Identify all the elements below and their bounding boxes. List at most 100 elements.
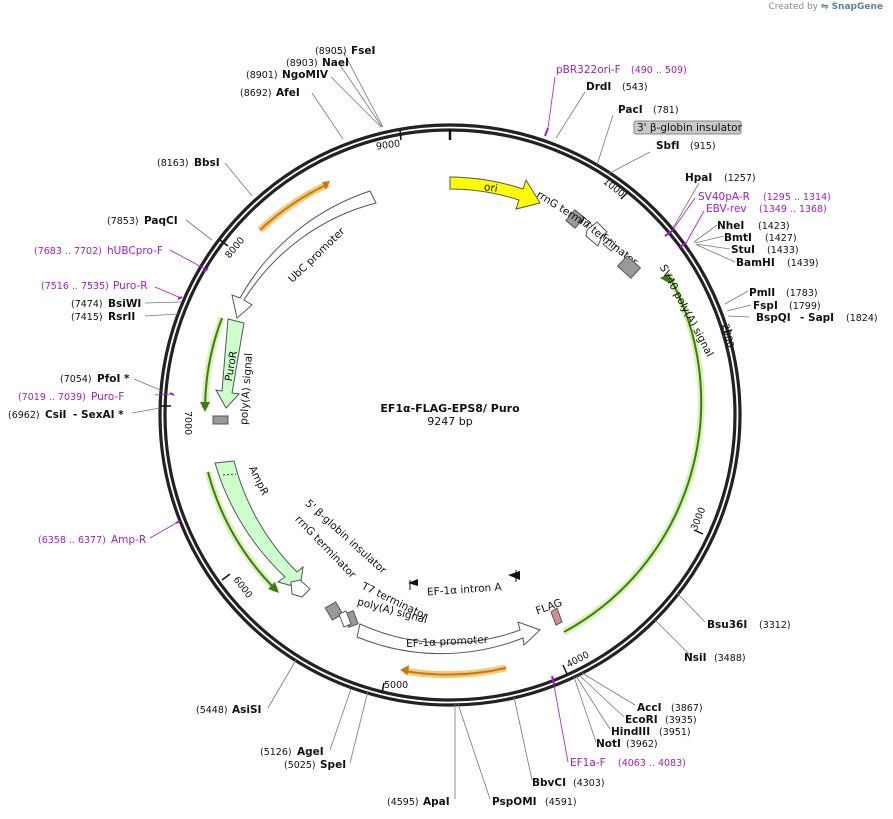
enzyme-pos: (915) xyxy=(690,141,716,152)
enzyme-NgoMIV[interactable]: (8901)NgoMIV xyxy=(246,69,329,81)
enzyme-name: BbsI xyxy=(194,157,220,169)
enzyme-CsiI[interactable]: (6962)CsiI- SexAI * xyxy=(8,409,124,421)
ef1a-promoter-label: EF-1α promoter xyxy=(406,634,489,650)
enzyme-pos: (1257) xyxy=(724,173,756,184)
enzyme-name: AccI xyxy=(637,702,661,714)
enzyme-BspQI[interactable]: BspQI- SapI(1824) xyxy=(756,312,878,324)
enzyme-pos: (1439) xyxy=(787,258,819,269)
primer-Puro-F[interactable]: (7019 .. 7039)Puro-F xyxy=(18,391,124,403)
tick-3000: 3000 xyxy=(689,506,708,535)
feature-ef1a-intron: EF-1α intron A xyxy=(408,570,520,598)
enzyme-extra: - SapI xyxy=(800,312,834,324)
enzyme-pos: (3312) xyxy=(759,620,791,631)
enzyme-AsiSI[interactable]: (5448)AsiSI xyxy=(196,704,261,716)
snapgene-logo: ⇋ SnapGene xyxy=(820,2,883,12)
enzyme-name: SbfI xyxy=(656,140,680,152)
enzyme-name: BmtI xyxy=(724,232,752,244)
primer-EF1a-F[interactable]: EF1a-F(4063 .. 4083) xyxy=(570,757,686,769)
enzyme-SpeI[interactable]: (5025)SpeI xyxy=(284,759,346,771)
enzyme-StuI[interactable]: StuI(1433) xyxy=(731,244,799,256)
enzyme-pos: (3951) xyxy=(659,727,691,738)
primer-SV40pA-R[interactable]: SV40pA-R(1295 .. 1314) xyxy=(698,191,831,203)
enzyme-PacI[interactable]: PacI(781) xyxy=(618,104,679,116)
enzyme-pos: (6962) xyxy=(8,410,40,421)
orf-arc-puro xyxy=(200,316,226,412)
enzyme-name: BbvCI xyxy=(532,777,566,789)
feature-puroR: PuroR xyxy=(215,318,245,409)
enzyme-BmtI[interactable]: BmtI (1427) xyxy=(724,232,797,244)
enzyme-PmlI[interactable]: PmlI(1783) xyxy=(749,287,818,299)
enzyme-PfoI[interactable]: (7054)PfoI * xyxy=(60,373,130,385)
enzyme-AgeI[interactable]: (5126)AgeI xyxy=(260,746,324,758)
tick-1000: 1000 xyxy=(601,176,629,200)
ampR-label: AmpR xyxy=(246,464,271,497)
enzyme-PaqCI[interactable]: (7853)PaqCI xyxy=(107,215,178,227)
primer-pos: (6358 .. 6377) xyxy=(38,535,106,546)
enzyme-Bsu36I[interactable]: Bsu36I(3312) xyxy=(707,619,791,631)
enzyme-pos: (1427) xyxy=(765,233,797,244)
enzyme-name: PspOMI xyxy=(492,796,537,808)
snapgene-credit: Created by ⇋ SnapGene xyxy=(768,2,883,12)
enzyme-name: BspQI xyxy=(756,312,791,324)
enzyme-name: RsrII xyxy=(108,311,135,323)
primer-name: EF1a-F xyxy=(570,757,606,769)
enzyme-name: AsiSI xyxy=(232,704,261,716)
feature-polyA-signal: poly(A) signal xyxy=(212,353,255,425)
enzyme-HindIII[interactable]: HindIII(3951) xyxy=(611,726,691,738)
tick-2000: 2000 xyxy=(719,323,736,349)
primer-pos: (7683 .. 7702) xyxy=(34,246,102,257)
enzyme-name: FspI xyxy=(753,300,778,312)
tick-6000: 6000 xyxy=(221,573,254,601)
enzyme-name: DrdI xyxy=(586,81,611,93)
enzyme-BamHI[interactable]: BamHI(1439) xyxy=(736,257,819,269)
enzyme-NsiI[interactable]: NsiI (3488) xyxy=(684,652,746,664)
tick-label-9000: 9000 xyxy=(375,138,400,152)
enzyme-name: NaeI xyxy=(322,57,349,69)
enzyme-DrdI[interactable]: DrdI(543) xyxy=(586,81,648,93)
enzyme-AfeI[interactable]: (8692)AfeI xyxy=(240,87,300,99)
enzyme-pos: (7853) xyxy=(107,216,139,227)
enzyme-name: AfeI xyxy=(276,87,300,99)
primer-pBR322ori-F[interactable]: pBR322ori-F(490 .. 509) xyxy=(556,64,687,76)
enzyme-name: BsiWI xyxy=(108,298,141,310)
feature-globin-insulator-3[interactable]: 3' β-globin insulator xyxy=(633,120,743,135)
enzyme-name: NsiI xyxy=(684,652,707,664)
enzyme-SbfI[interactable]: SbfI (915) xyxy=(656,140,716,152)
tick-label-3000: 3000 xyxy=(689,506,708,533)
ef1a-intron-label: EF-1α intron A xyxy=(427,581,503,598)
enzyme-NotI[interactable]: NotI (3962) xyxy=(596,738,658,750)
feature-ori[interactable]: ori xyxy=(449,176,541,210)
enzyme-PspOMI[interactable]: PspOMI(4591) xyxy=(492,796,577,808)
enzyme-BbsI[interactable]: (8163) BbsI xyxy=(157,157,220,169)
enzyme-pos: (3962) xyxy=(626,739,658,750)
primer-pos: (7019 .. 7039) xyxy=(18,392,86,403)
enzyme-pos: (1433) xyxy=(767,245,799,256)
enzyme-name: SpeI xyxy=(320,759,346,771)
enzyme-pos: (3488) xyxy=(714,653,746,664)
enzyme-AccI[interactable]: AccI (3867) xyxy=(637,702,703,714)
enzyme-EcoRI[interactable]: EcoRI(3935) xyxy=(625,714,697,726)
enzyme-pos: (3867) xyxy=(671,703,703,714)
enzyme-RsrII[interactable]: (7415)RsrII xyxy=(71,311,135,323)
primer-Puro-R[interactable]: (7516 .. 7535)Puro-R xyxy=(41,280,148,292)
enzyme-NheI[interactable]: NheI(1423) xyxy=(717,220,790,232)
enzyme-BsiWI[interactable]: (7474)BsiWI xyxy=(71,298,141,310)
enzyme-name: PacI xyxy=(618,104,643,116)
feature-globin-insulator-5: 5' β-globin insulator rrnG terminator xyxy=(290,497,389,598)
primer-pos: (1349 .. 1368) xyxy=(759,204,827,215)
primer-EBV-rev[interactable]: EBV-rev(1349 .. 1368) xyxy=(706,203,827,215)
enzyme-FspI[interactable]: FspI(1799) xyxy=(753,300,821,312)
enzyme-BbvCI[interactable]: BbvCI(4303) xyxy=(532,777,605,789)
primer-pos: (7516 .. 7535) xyxy=(41,281,109,292)
primer-Amp-R[interactable]: (6358 .. 6377)Amp-R xyxy=(38,534,146,546)
enzyme-NaeI[interactable]: (8903)NaeI xyxy=(286,57,349,69)
primer-hUBCpro-F[interactable]: (7683 .. 7702)hUBCpro-F xyxy=(34,245,163,257)
puroR-label: PuroR xyxy=(223,350,240,382)
enzyme-HpaI[interactable]: HpaI(1257) xyxy=(685,172,756,184)
enzyme-FseI[interactable]: (8905)FseI xyxy=(315,45,375,57)
enzyme-name: NotI xyxy=(596,738,621,750)
enzyme-ApaI[interactable]: (4595)ApaI xyxy=(387,796,450,808)
enzyme-name: NheI xyxy=(717,220,744,232)
enzyme-pos: (8163) xyxy=(157,158,189,169)
primer-labels: pBR322ori-F(490 .. 509) SV40pA-R(1295 ..… xyxy=(18,64,831,769)
